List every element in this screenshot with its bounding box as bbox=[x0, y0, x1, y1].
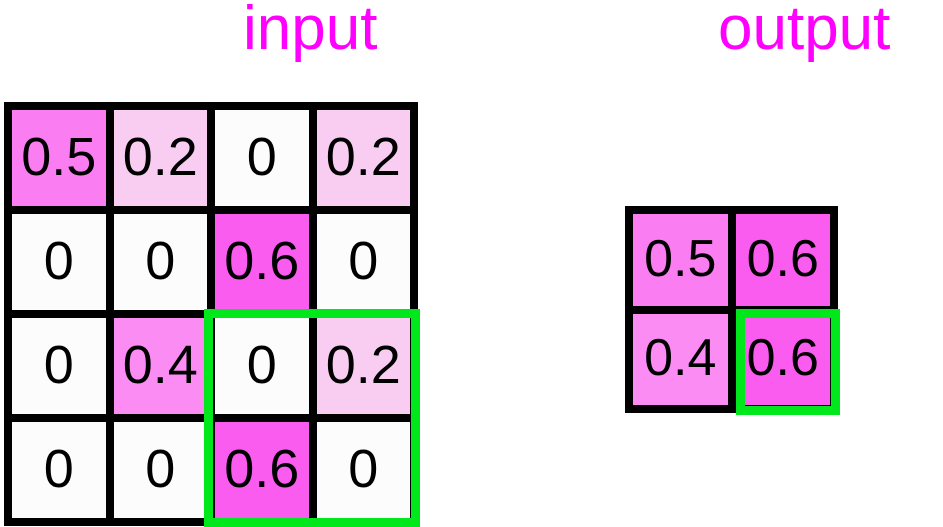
input-cell-value: 0 bbox=[145, 231, 176, 291]
input-cell-value: 0 bbox=[348, 231, 379, 291]
input-cell-value: 0 bbox=[348, 439, 379, 499]
input-cell-value: 0 bbox=[246, 335, 277, 395]
input-cell-r1c4: 0.2 bbox=[316, 110, 410, 206]
output-title: output bbox=[718, 0, 891, 63]
input-cell-r2c1: 0 bbox=[12, 214, 106, 310]
output-cell-value: 0.6 bbox=[746, 229, 819, 288]
input-cell-r4c3: 0.6 bbox=[215, 422, 309, 518]
output-cell-value: 0.6 bbox=[746, 329, 819, 388]
output-cell-r1c1: 0.5 bbox=[633, 214, 728, 306]
input-cell-value: 0.2 bbox=[325, 127, 401, 187]
input-cell-value: 0.4 bbox=[122, 335, 198, 395]
output-cell-r1c2: 0.6 bbox=[735, 214, 830, 306]
output-cell-r2c1: 0.4 bbox=[633, 313, 728, 405]
input-cell-r4c1: 0 bbox=[12, 422, 106, 518]
input-cell-value: 0 bbox=[246, 127, 277, 187]
input-cell-value: 0.2 bbox=[325, 335, 401, 395]
input-cell-r3c2: 0.4 bbox=[113, 318, 207, 414]
input-cell-value: 0.6 bbox=[224, 231, 300, 291]
input-cell-r3c3: 0 bbox=[215, 318, 309, 414]
input-title: input bbox=[243, 0, 378, 63]
input-cell-r4c4: 0 bbox=[316, 422, 410, 518]
input-cell-value: 0.2 bbox=[122, 127, 198, 187]
output-cell-r2c2: 0.6 bbox=[735, 313, 830, 405]
input-cell-r1c2: 0.2 bbox=[113, 110, 207, 206]
input-cell-r2c2: 0 bbox=[113, 214, 207, 310]
input-cell-value: 0 bbox=[43, 231, 74, 291]
input-cell-value: 0.6 bbox=[224, 439, 300, 499]
input-matrix: 0.5 0.2 0 0.2 0 0 0.6 0 0 0.4 0 0.2 0 0 … bbox=[4, 102, 418, 526]
input-cell-r3c1: 0 bbox=[12, 318, 106, 414]
output-cell-value: 0.5 bbox=[644, 229, 717, 288]
output-matrix: 0.5 0.6 0.4 0.6 bbox=[625, 206, 838, 413]
input-cell-value: 0 bbox=[145, 439, 176, 499]
input-cell-r2c4: 0 bbox=[316, 214, 410, 310]
input-cell-r2c3: 0.6 bbox=[215, 214, 309, 310]
input-cell-value: 0 bbox=[43, 439, 74, 499]
input-cell-r1c3: 0 bbox=[215, 110, 309, 206]
input-cell-r4c2: 0 bbox=[113, 422, 207, 518]
input-cell-value: 0 bbox=[43, 335, 74, 395]
input-cell-r3c4: 0.2 bbox=[316, 318, 410, 414]
output-cell-value: 0.4 bbox=[644, 329, 717, 388]
input-cell-value: 0.5 bbox=[21, 127, 97, 187]
input-cell-r1c1: 0.5 bbox=[12, 110, 106, 206]
